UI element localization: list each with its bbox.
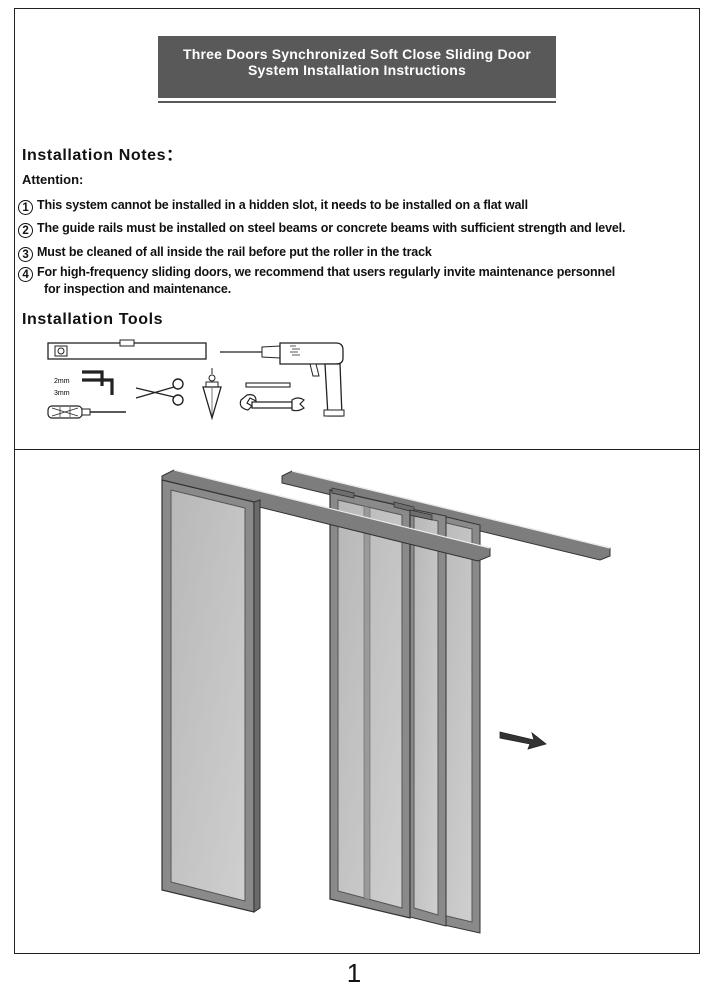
note-item-1: 1 This system cannot be installed in a hi… — [18, 198, 528, 215]
plumb-bob-icon — [202, 368, 222, 421]
tools-illustration: 2mm 3mm — [47, 339, 345, 421]
note-number-3: 3 — [18, 247, 33, 262]
note-text-3: Must be cleaned of all inside the rail b… — [37, 245, 432, 259]
scissors-icon — [135, 378, 184, 406]
electric-drill-icon — [220, 342, 345, 417]
page-frame — [14, 8, 700, 954]
note-text-4: For high-frequency sliding doors, we rec… — [37, 265, 616, 279]
allen-key-size-2: 3mm — [54, 390, 70, 397]
page-number: 1 — [346, 958, 362, 988]
note-number-4: 4 — [18, 267, 33, 282]
note-number-1: 1 — [18, 200, 33, 215]
note-item-2: 2 The guide rails must be installed on st… — [18, 221, 625, 238]
left-door-panel — [161, 479, 261, 913]
spirit-level-icon — [47, 339, 207, 360]
installation-notes-heading: Installation Notes： — [22, 147, 183, 164]
pencil-icon — [245, 382, 291, 388]
note-item-4: 4 For high-frequency sliding doors, we re… — [18, 265, 615, 297]
note-text-1: This system cannot be installed in a hid… — [37, 198, 528, 212]
attention-label: Attention: — [22, 172, 84, 187]
note-text-4-continued: for inspection and maintenance. — [44, 282, 232, 296]
note-text-2: The guide rails must be installed on ste… — [37, 221, 626, 235]
note-item-3: 3 Must be cleaned of all inside the rail … — [18, 245, 432, 262]
title-underline — [158, 101, 556, 103]
allen-keys-icon: 2mm 3mm — [54, 370, 114, 397]
screwdriver-icon — [47, 405, 126, 419]
wrench-icon — [239, 394, 305, 412]
document-title: Three Doors Synchronized Soft Close Slid… — [158, 36, 556, 98]
title-line-1: Three Doors Synchronized Soft Close Slid… — [183, 46, 531, 62]
section-divider — [14, 449, 700, 450]
sliding-door-diagram — [161, 469, 611, 934]
title-line-2: System Installation Instructions — [248, 62, 466, 78]
slide-direction-arrow-icon — [499, 731, 547, 750]
door-panel-stack — [329, 487, 481, 934]
allen-key-size-1: 2mm — [54, 378, 70, 385]
note-number-2: 2 — [18, 223, 33, 238]
installation-tools-heading: Installation Tools — [22, 311, 164, 328]
